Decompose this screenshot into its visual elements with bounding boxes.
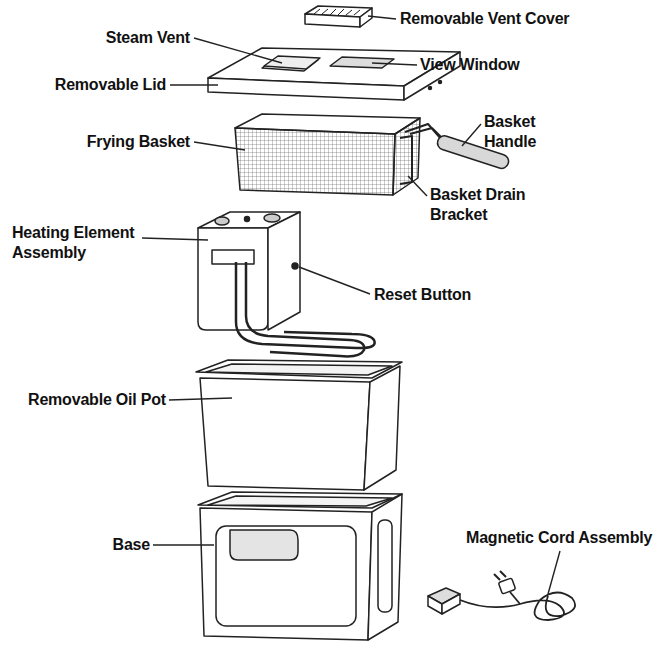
leader-line: [142, 238, 208, 240]
cord: [460, 592, 575, 620]
pot-opening: [206, 364, 392, 375]
steam-vent-top: [264, 56, 320, 69]
heating-element-assembly: [198, 212, 375, 356]
plug-prongs: [494, 571, 506, 580]
leader-lines: [142, 16, 560, 594]
leader-line: [169, 398, 232, 400]
wall-plug: [498, 578, 515, 594]
part-label: Removable Oil Pot: [28, 390, 166, 410]
base: [198, 492, 402, 640]
base-opening: [208, 496, 392, 506]
leader-line: [194, 142, 245, 150]
reset-button: [292, 263, 298, 269]
vent-slots: [314, 9, 360, 15]
part-label: Reset Button: [374, 285, 471, 305]
control-knob: [264, 214, 280, 222]
leader-line: [408, 176, 427, 196]
lid-front: [208, 78, 404, 100]
part-label: Frying Basket: [87, 132, 190, 152]
part-label: Magnetic Cord Assembly: [466, 528, 652, 548]
pot-side: [364, 366, 400, 490]
part-label: Steam Vent: [106, 28, 190, 48]
pot-rim: [196, 360, 402, 378]
oil-pot: [196, 360, 402, 490]
element-mount: [212, 250, 254, 264]
indicator-light: [245, 217, 250, 222]
magnetic-plug-side: [442, 594, 460, 614]
basket-drain-bracket: [400, 136, 412, 184]
leader-line: [170, 84, 218, 85]
cord: [510, 592, 520, 604]
leader-line: [462, 124, 481, 146]
lid: [208, 48, 460, 100]
part-label: Base: [113, 535, 150, 555]
base-side-panel: [378, 520, 392, 612]
part-label: Removable Vent Cover: [400, 9, 569, 29]
leader-line: [194, 38, 282, 63]
leader-line: [299, 267, 370, 294]
base-side: [368, 494, 402, 640]
leader-line: [372, 63, 417, 65]
control-front: [198, 228, 268, 330]
leader-line: [153, 544, 214, 545]
heating-coil: [246, 262, 364, 356]
vent-cover: [305, 6, 372, 27]
heating-coil: [236, 262, 375, 348]
basket-front: [235, 128, 395, 195]
base-front: [200, 508, 372, 640]
base-handle: [230, 530, 298, 560]
part-label: Removable Lid: [55, 75, 166, 95]
control-knob: [215, 217, 229, 225]
leader-line: [368, 16, 396, 19]
vent-cover-side: [360, 8, 372, 27]
base-panel: [216, 526, 356, 626]
pot-front: [200, 378, 370, 490]
part-label: Basket Handle: [484, 112, 564, 152]
frying-basket: [235, 114, 510, 195]
part-label: Heating Element Assembly: [12, 223, 147, 263]
lid-rivet: [439, 81, 442, 84]
part-label: View Window: [420, 55, 520, 75]
view-window: [330, 57, 394, 68]
lid-rivet: [429, 87, 432, 90]
control-side: [268, 212, 300, 330]
base-rim: [198, 492, 402, 508]
part-label: Basket Drain Bracket: [430, 185, 545, 225]
magnetic-plug-front: [428, 596, 442, 614]
leader-line: [548, 551, 560, 594]
vent-cover-front: [305, 14, 360, 27]
